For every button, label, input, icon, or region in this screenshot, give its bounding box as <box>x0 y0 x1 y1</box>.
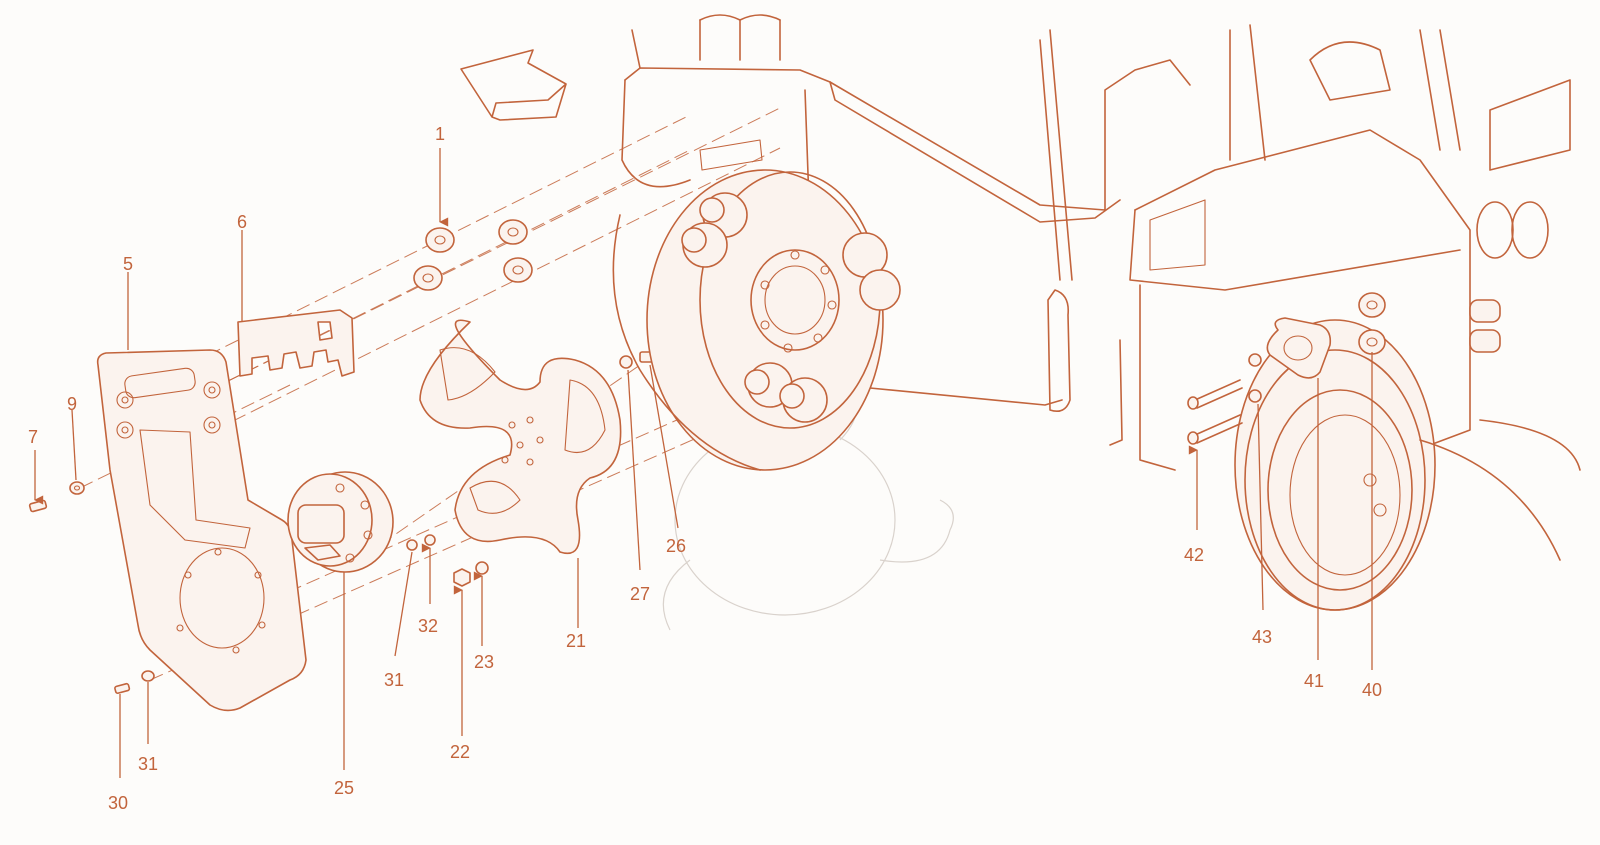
part-5-side-plate <box>96 349 307 712</box>
part-21-clover-plate <box>419 319 622 555</box>
callout-31-hub: 31 <box>383 670 405 690</box>
callout-23: 23 <box>473 652 495 672</box>
callout-30: 30 <box>107 793 129 813</box>
part-6-bracket <box>237 309 355 377</box>
part-25-motor-hub <box>287 471 394 573</box>
callout-26: 26 <box>665 536 687 556</box>
callout-25: 25 <box>333 778 355 798</box>
callout-5: 5 <box>122 254 134 274</box>
callout-27: 27 <box>629 584 651 604</box>
callout-43: 43 <box>1251 627 1273 647</box>
callout-9: 9 <box>66 394 78 414</box>
callout-40: 40 <box>1361 680 1383 700</box>
callout-31-lower: 31 <box>137 754 159 774</box>
callout-1: 1 <box>434 124 446 144</box>
callout-21: 21 <box>565 631 587 651</box>
callout-41: 41 <box>1303 671 1325 691</box>
leader-lines <box>34 148 1373 778</box>
part-1-bushings <box>413 219 533 291</box>
callout-6: 6 <box>236 212 248 232</box>
callout-32: 32 <box>417 616 439 636</box>
direction-arrow <box>460 49 567 121</box>
callout-42: 42 <box>1183 545 1205 565</box>
callout-7: 7 <box>27 427 39 447</box>
small-hardware <box>28 351 655 695</box>
machine-body <box>612 14 1191 471</box>
machine-right-side <box>1109 24 1581 611</box>
callout-22: 22 <box>449 742 471 762</box>
